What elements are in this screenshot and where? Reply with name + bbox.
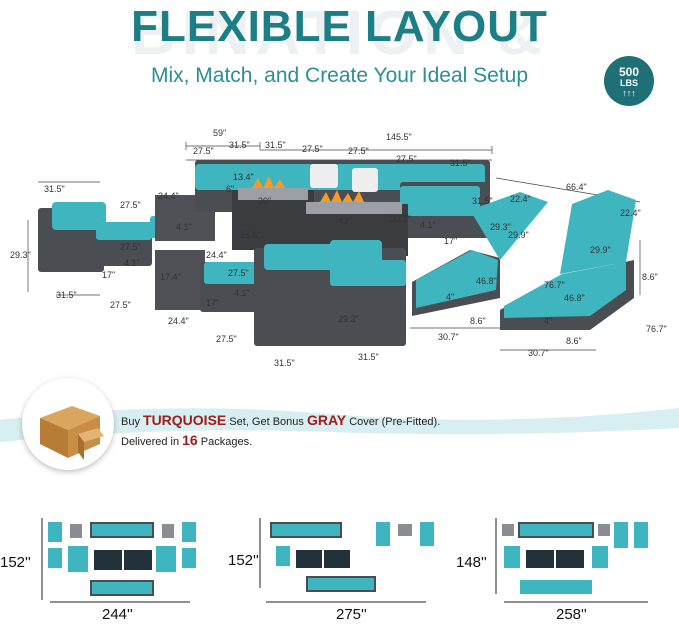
layout-option-1: 152'' 244'' — [0, 510, 226, 630]
layout-height: 148'' — [456, 554, 487, 571]
dim-label: 17.4" — [160, 272, 181, 282]
dim-label: 30" — [258, 196, 271, 206]
dim-label: 27.5" — [120, 200, 141, 210]
weight-unit: LBS — [620, 78, 638, 88]
armchair-front — [200, 240, 406, 346]
layout-width: 258'' — [556, 606, 587, 623]
dim-label: 4.1" — [124, 258, 140, 268]
layout-height: 152'' — [0, 554, 31, 571]
arrow-up-icon: ↑↑↑ — [622, 88, 636, 98]
dim-label: 13.4" — [233, 172, 254, 182]
dim-label: 29.3" — [10, 250, 31, 260]
dim-label: 30.7" — [438, 332, 459, 342]
layout-option-3: 148'' 258'' — [452, 510, 679, 630]
package-box-icon — [22, 378, 114, 470]
dim-label: 8.6" — [642, 272, 658, 282]
dim-label: 31.5" — [44, 184, 65, 194]
promo-line-1: Buy TURQUOISE Set, Get Bonus GRAY Cover … — [121, 412, 441, 428]
decorative-wave — [0, 408, 679, 442]
dim-label: 27.5" — [120, 242, 141, 252]
layout-height: 152'' — [228, 552, 259, 569]
dim-label: 17" — [444, 236, 457, 246]
chaise-lounge-1 — [412, 192, 548, 316]
layout-width: 275'' — [336, 606, 367, 623]
dim-label: 43" — [338, 216, 351, 226]
dim-label: 31.5" — [265, 140, 286, 150]
dim-label: 145.5" — [386, 132, 412, 142]
dim-label: 17" — [206, 298, 219, 308]
dim-label: 22.4" — [510, 194, 531, 204]
cover-color-name: GRAY — [306, 412, 347, 428]
furniture-scene: 59" 145.5" 27.5" 31.5" 31.5" 27.5" 27.5"… — [10, 128, 667, 368]
weight-value: 500 — [618, 65, 640, 79]
weight-capacity-badge: 500 LBS ↑↑↑ — [604, 56, 654, 106]
middle-table — [155, 250, 205, 310]
dim-label: 4.1" — [234, 288, 250, 298]
promo-line-2: Delivered in 16 Packages. — [121, 432, 253, 448]
dim-label: 30.7" — [390, 214, 411, 224]
dim-label: 27.5" — [216, 334, 237, 344]
dim-label: 46.8" — [476, 276, 497, 286]
dim-label: 31.5" — [274, 358, 295, 368]
dim-label: 46.8" — [564, 293, 585, 303]
dim-label: 22.4" — [620, 208, 641, 218]
dim-label: 24.4" — [158, 191, 179, 201]
dim-label: 27.5" — [110, 300, 131, 310]
dim-label: 59" — [213, 128, 226, 138]
dim-label: 29.9" — [508, 230, 529, 240]
dim-label: 4" — [544, 316, 552, 326]
dim-label: 31.5" — [56, 290, 77, 300]
dim-label: 27.5" — [302, 144, 323, 154]
page-title: FLEXIBLE LAYOUT — [131, 2, 548, 51]
package-count: 16 — [182, 432, 198, 448]
dim-label: 27.5" — [396, 154, 417, 164]
dim-label: 17" — [102, 270, 115, 280]
layout-option-2: 152'' 275'' — [226, 510, 452, 630]
dim-label: 66.4" — [566, 182, 587, 192]
dim-label: 31.5" — [472, 196, 493, 206]
dim-label: 31.5" — [450, 158, 471, 168]
dim-label: 29.9" — [590, 245, 611, 255]
layout-width: 244'' — [102, 606, 133, 623]
dim-label: 6" — [226, 184, 234, 194]
dim-label: 29.3" — [338, 314, 359, 324]
dim-label: 30.7" — [528, 348, 549, 358]
set-color-name: TURQUOISE — [143, 412, 227, 428]
dim-label: 8.6" — [566, 336, 582, 346]
chaise-lounge-2 — [500, 190, 636, 330]
dim-label: 27.5" — [193, 146, 214, 156]
dim-label: 76.7" — [544, 280, 565, 290]
dim-label: 25.6" — [240, 230, 261, 240]
background-watermark-text: BINATION & — [130, 0, 549, 68]
dim-label: 4.1" — [176, 222, 192, 232]
dim-label: 31.5" — [358, 352, 379, 362]
dim-label: 4" — [446, 292, 454, 302]
dim-label: 31.5" — [229, 140, 250, 150]
dim-label: 24.4" — [168, 316, 189, 326]
dim-label: 27.5" — [228, 268, 249, 278]
dim-label: 24.4" — [206, 250, 227, 260]
page-subtitle: Mix, Match, and Create Your Ideal Setup — [150, 64, 529, 87]
dim-label: 8.6" — [470, 316, 486, 326]
dim-label: 4.1" — [420, 220, 436, 230]
dim-label: 76.7" — [646, 324, 667, 334]
dim-label: 27.5" — [348, 146, 369, 156]
dim-label: 29.3" — [490, 222, 511, 232]
